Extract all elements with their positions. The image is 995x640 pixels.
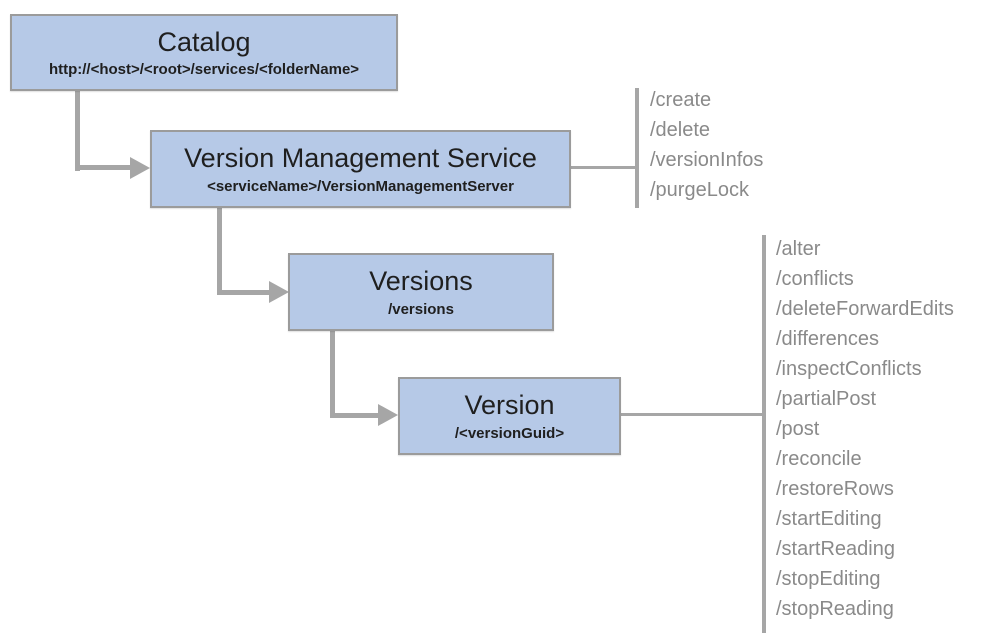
operation-item: /reconcile bbox=[776, 448, 862, 470]
connector-vms-versions-vertical-line bbox=[217, 207, 222, 295]
connector-versions-version-horizontal-line bbox=[330, 413, 378, 418]
node-version-management-service: Version Management Service <serviceName>… bbox=[150, 130, 571, 208]
arrowhead-right-icon bbox=[378, 404, 398, 426]
operation-item: /alter bbox=[776, 238, 821, 260]
operation-item: /delete bbox=[650, 119, 711, 141]
operation-item: /create bbox=[650, 89, 712, 111]
connector-versions-version-vertical-line bbox=[330, 330, 335, 418]
connector-vms-operations-line bbox=[571, 166, 637, 169]
operation-item: /versionInfos bbox=[650, 149, 764, 171]
node-versions-title: Versions bbox=[369, 266, 473, 297]
operation-item: /stopEditing bbox=[776, 568, 881, 590]
node-catalog-url: http://<host>/<root>/services/<folderNam… bbox=[48, 61, 360, 79]
version-operations-bracket-bar bbox=[762, 235, 766, 633]
version-operations-list: /alter/conflicts/deleteForwardEdits/diff… bbox=[776, 234, 954, 624]
node-vms-url: <serviceName>/VersionManagementServer bbox=[207, 177, 514, 195]
operation-item: /restoreRows bbox=[776, 478, 894, 500]
operation-item: /differences bbox=[776, 328, 880, 350]
operation-item: /inspectConflicts bbox=[776, 358, 922, 380]
vms-operations-bracket-bar bbox=[635, 88, 639, 208]
connector-vms-versions-horizontal-line bbox=[217, 290, 269, 295]
node-catalog-title: Catalog bbox=[157, 26, 251, 57]
node-version: Version /<versionGuid> bbox=[398, 377, 621, 455]
arrowhead-right-icon bbox=[269, 281, 289, 303]
node-vms-title: Version Management Service bbox=[184, 143, 537, 174]
operation-item: /post bbox=[776, 418, 820, 440]
operation-item: /conflicts bbox=[776, 268, 854, 290]
operation-item: /partialPost bbox=[776, 388, 877, 410]
node-version-url: /<versionGuid> bbox=[454, 424, 565, 442]
connector-version-operations-line bbox=[621, 413, 764, 416]
node-catalog: Catalog http://<host>/<root>/services/<f… bbox=[10, 14, 398, 91]
operation-item: /deleteForwardEdits bbox=[776, 298, 954, 320]
operation-item: /startReading bbox=[776, 538, 895, 560]
node-version-title: Version bbox=[464, 390, 555, 421]
operation-item: /startEditing bbox=[776, 508, 882, 530]
node-versions-url: /versions bbox=[388, 300, 454, 318]
vms-operations-list: /create/delete/versionInfos/purgeLock bbox=[650, 85, 763, 205]
connector-catalog-vms-horizontal-line bbox=[75, 165, 131, 170]
connector-catalog-vms-vertical-line bbox=[75, 91, 80, 171]
node-versions: Versions /versions bbox=[288, 253, 554, 331]
operation-item: /stopReading bbox=[776, 598, 894, 620]
arrowhead-right-icon bbox=[130, 157, 150, 179]
operation-item: /purgeLock bbox=[650, 179, 749, 201]
